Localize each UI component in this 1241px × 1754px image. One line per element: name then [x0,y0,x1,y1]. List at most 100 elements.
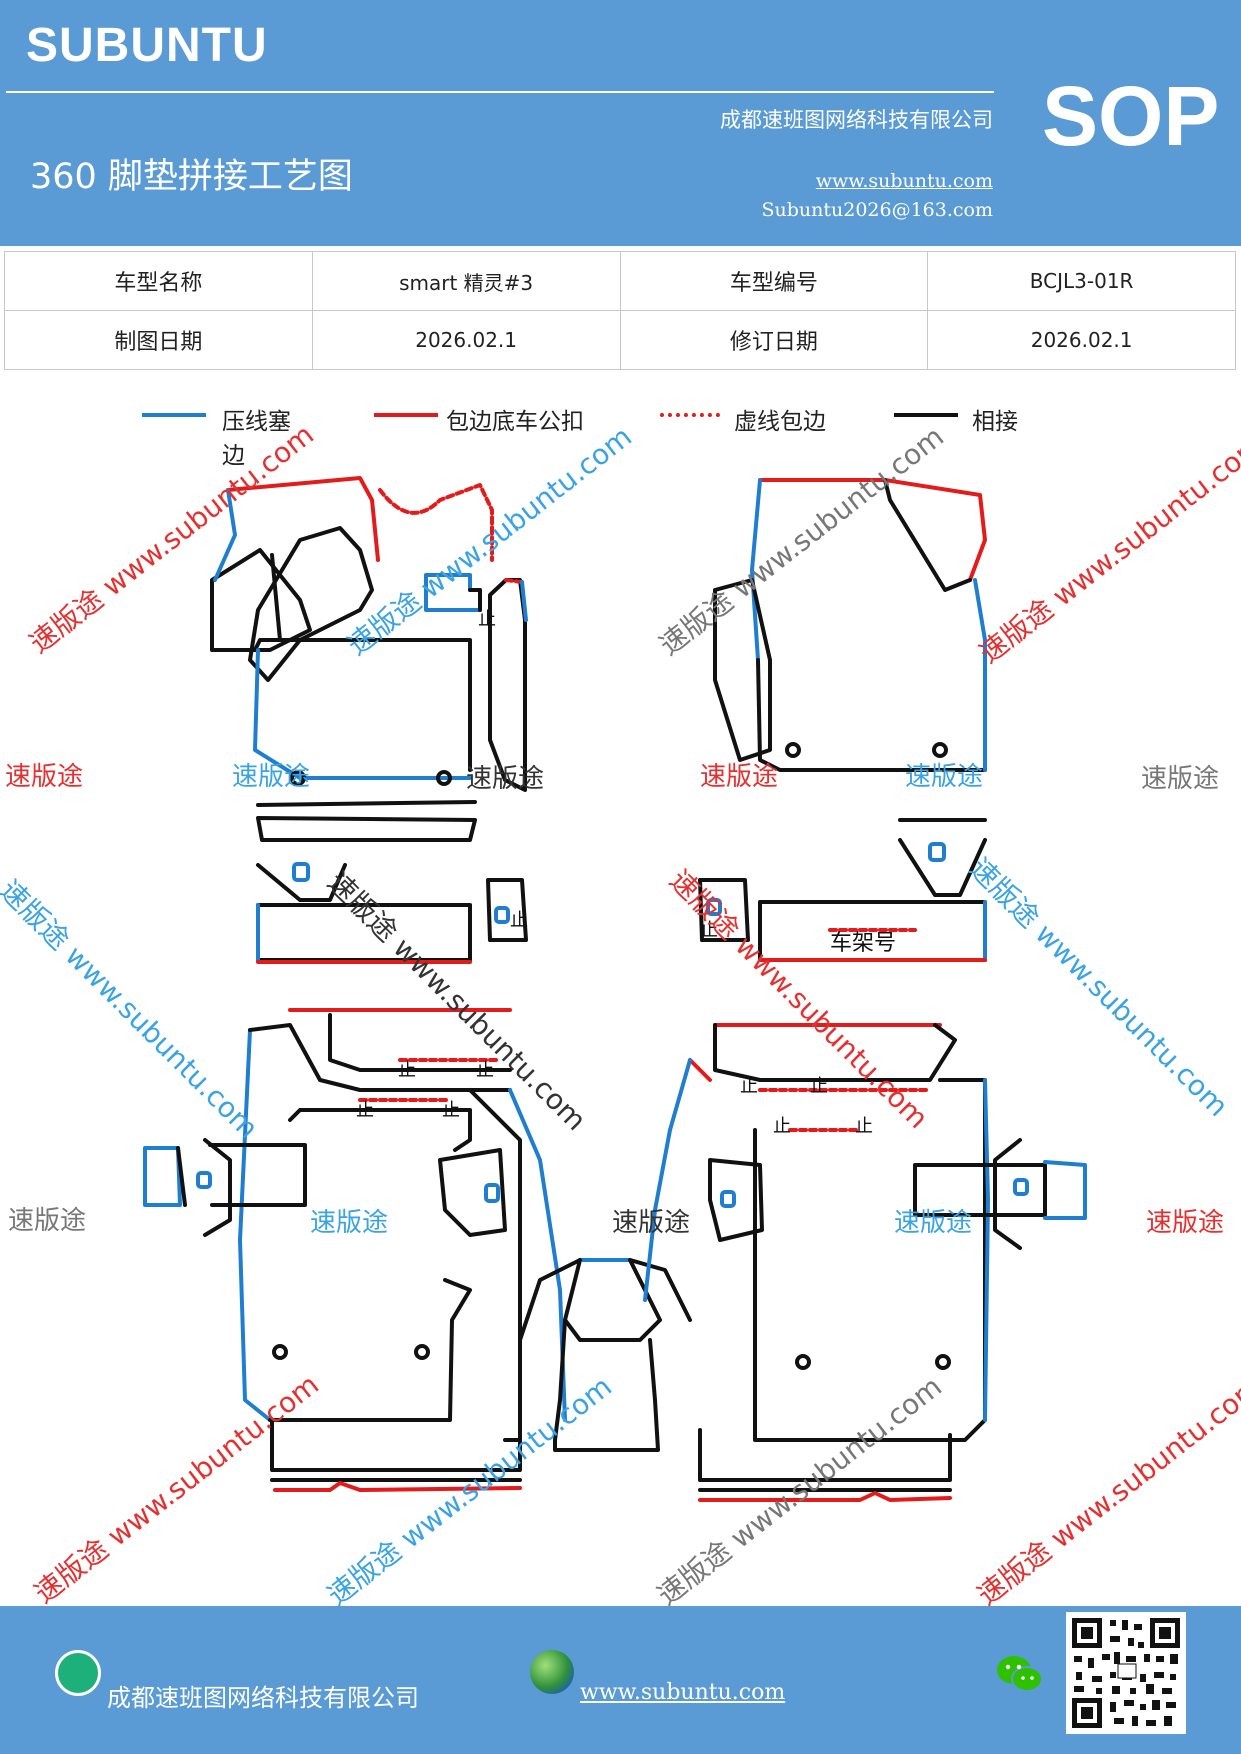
outline [208,1143,307,1207]
footer-website-link[interactable]: www.subuntu.com [580,1680,786,1705]
qr-code-icon [1066,1612,1186,1734]
buckle-mark: 止 [356,1100,374,1121]
legend-black-label: 相接 [972,409,1018,435]
blue-edge [520,580,528,622]
anchor-hole [932,742,948,758]
anchor-hole [785,742,801,758]
outline [628,1258,692,1322]
outline [210,548,312,652]
outline [468,1088,522,1442]
outline [468,588,482,612]
outline [256,903,472,962]
blue-edge [1043,1160,1087,1220]
mat-rear-right [643,1023,1087,1502]
red-edge [226,476,380,562]
buckle-mark: 止 [476,1060,494,1081]
legend-dotted-label: 虚线包边 [734,409,826,435]
outline [756,658,987,772]
outline [883,478,972,592]
mat-rear-left [143,1008,567,1492]
outline [553,1318,660,1452]
clip-slot [928,842,946,862]
blue-edge [750,478,762,662]
buckle-mark: 止 [510,910,528,931]
dotted-edge [378,483,494,562]
revise-date-value: 2026.02.1 [927,310,1236,370]
clip-slot [484,1183,500,1203]
outline [248,1023,512,1092]
wechat-icon [997,1656,1043,1692]
outline [913,1163,1047,1217]
draw-date-label: 制图日期 [4,310,313,370]
blue-edge [238,1028,272,1422]
globe-icon [530,1650,574,1694]
buckle-mark: 止 [398,1060,416,1081]
buckle-mark: 止 [478,609,496,630]
legend-blue-swatch [142,413,206,417]
outline [328,1013,512,1072]
blue-edge [213,488,237,582]
buckle-mark: 止 [855,1116,873,1137]
blue-edge [424,573,482,612]
blue-edge [983,1078,990,1422]
header-banner: SUBUNTU 成都速班图网络科技有限公司 360 脚垫拼接工艺图 www.su… [0,0,1241,246]
model-name-label: 车型名称 [4,251,313,311]
website-link[interactable]: www.subuntu.com [815,170,993,192]
table-row: 车型名称 smart 精灵#3 车型编号 BCJL3-01R [4,251,1236,311]
outline [698,1428,952,1482]
outline [256,863,347,902]
outline [438,1148,507,1237]
company-logo-icon [55,1650,101,1696]
red-edge [688,1058,712,1082]
frame-number-label: 车架号 [830,931,896,956]
outline [518,1258,582,1342]
clip-slot [494,906,510,924]
footer-company-name: 成都速班图网络科技有限公司 [107,1684,419,1712]
model-name-value: smart 精灵#3 [311,251,621,311]
outline [248,526,374,682]
outline [270,1418,522,1472]
outline [270,553,282,642]
legend-red-swatch [374,413,438,417]
outline [713,578,772,762]
legend-black-swatch [894,413,958,417]
blue-edge [253,648,472,780]
buckle-marks: 止 止 止 止 止 止 止 止 止 止 止 车架号 [356,609,896,1137]
buckle-mark: 止 [442,1100,460,1121]
outline [713,1023,957,1082]
mat-front-right [698,478,987,962]
outline [253,638,472,772]
clip-slot [706,898,722,916]
brand-logo: SUBUNTU [26,19,268,72]
table-row: 制图日期 2026.02.1 修订日期 2026.02.1 [4,310,1236,370]
outline [993,1138,1022,1250]
outline [698,878,750,942]
clip-slot [196,1171,212,1189]
sop-label: SOP [1042,69,1220,163]
page-title: 360 脚垫拼接工艺图 [30,157,353,197]
outline [256,816,477,842]
outline [203,1138,232,1237]
buckle-mark: 止 [700,920,718,941]
buckle-mark: 止 [810,1076,828,1097]
anchor-hole [290,770,306,786]
email-address: Subuntu2026@163.com [761,199,993,221]
model-code-value: BCJL3-01R [927,251,1236,311]
outline [256,800,477,807]
outline [898,838,987,897]
draw-date-value: 2026.02.1 [311,310,621,370]
revise-date-label: 修订日期 [619,310,929,370]
header-divider [6,91,994,93]
legend-red-label: 包边底车公扣 [446,409,584,435]
vehicle-info-table: 车型名称 smart 精灵#3 车型编号 BCJL3-01R 制图日期 2026… [4,251,1236,370]
anchor-hole [436,770,452,786]
blue-edge [143,1146,182,1207]
legend-dotted-swatch [660,413,720,417]
dotted-edge [504,578,524,584]
company-name: 成都速班图网络科技有限公司 [720,108,993,132]
anchor-hole [795,1354,811,1370]
clip-slot [720,1190,736,1208]
outline [753,1078,987,1442]
blue-edge [643,1058,692,1302]
outline [708,1158,764,1242]
